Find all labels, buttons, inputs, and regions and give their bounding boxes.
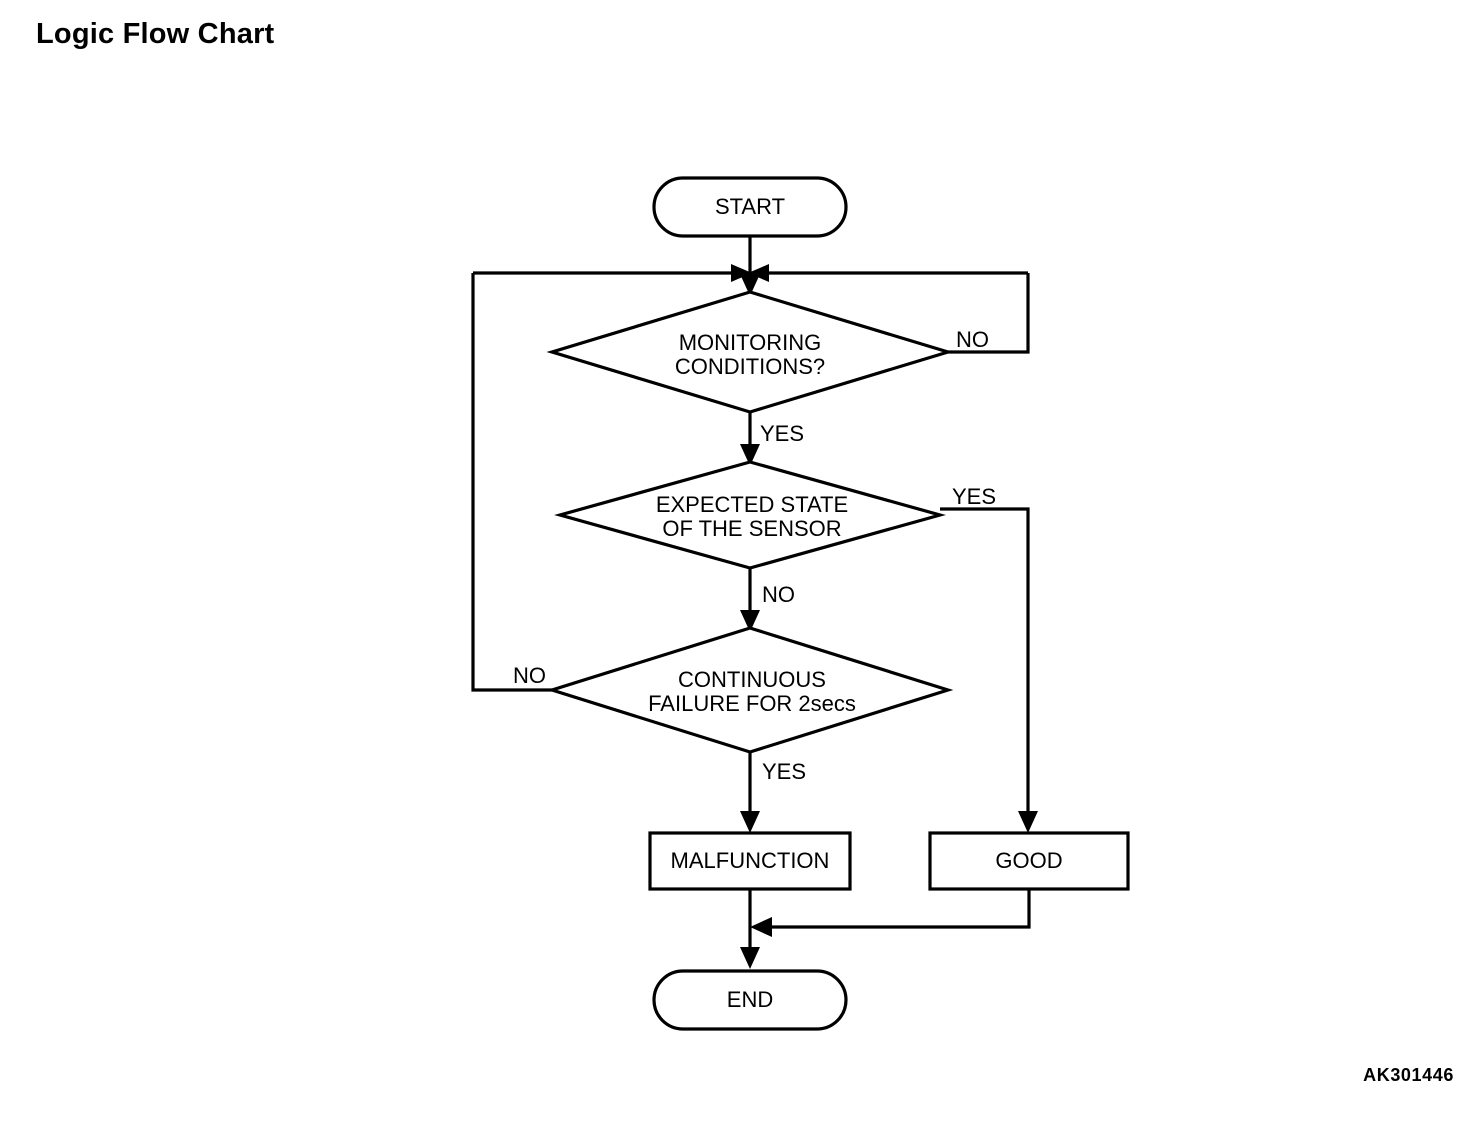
good-shape [928,831,1130,891]
node-expected-state: EXPECTED STATE OF THE SENSOR [554,460,946,570]
arrow-into-continuous [740,610,760,632]
figure-code: AK301446 [1363,1065,1454,1085]
node-monitoring-conditions: MONITORING CONDITIONS? [546,290,954,414]
edge-label-monitoring-yes: YES [760,421,804,446]
edge-continuous-no-path [471,273,552,692]
continuous-label-line2: FAILURE FOR 2secs [648,691,856,716]
start-label: START [715,194,785,219]
edge-expected-yes-path [940,507,1030,822]
node-malfunction: MALFUNCTION [648,831,852,891]
node-start: START [652,176,848,238]
node-continuous-failure: CONTINUOUS FAILURE FOR 2secs [546,626,954,754]
arrow-into-malfunction [740,811,760,833]
arrow-good-merge-into-end-line [750,917,772,937]
arrow-into-end [740,947,760,969]
expected-label-line1: EXPECTED STATE [656,492,848,517]
edge-label-expected-yes: YES [952,484,996,509]
node-good: GOOD [928,831,1130,891]
end-label: END [727,987,773,1012]
monitoring-label-line1: MONITORING [679,330,822,355]
arrow-into-monitoring [740,274,760,296]
continuous-label-line1: CONTINUOUS [678,667,826,692]
edge-good-to-end-path [762,889,1031,929]
edge-monitoring-no-path [948,273,1030,354]
page-title: Logic Flow Chart [36,18,275,50]
arrow-left-loopback-into-junction [731,264,752,282]
arrow-into-good [1018,811,1038,833]
malfunction-shape [648,831,852,891]
good-label: GOOD [995,848,1062,873]
edge-label-expected-no: NO [762,582,795,607]
monitoring-label-line2: CONDITIONS? [675,354,825,379]
arrow-right-loopback-into-junction [748,264,769,282]
arrow-into-expected [740,444,760,466]
expected-label-line2: OF THE SENSOR [662,516,841,541]
malfunction-label: MALFUNCTION [671,848,830,873]
edge-label-monitoring-no: NO [956,327,989,352]
node-end: END [652,969,848,1031]
edge-label-continuous-no: NO [513,663,546,688]
end-shape [652,969,848,1031]
edge-label-continuous-yes: YES [762,759,806,784]
